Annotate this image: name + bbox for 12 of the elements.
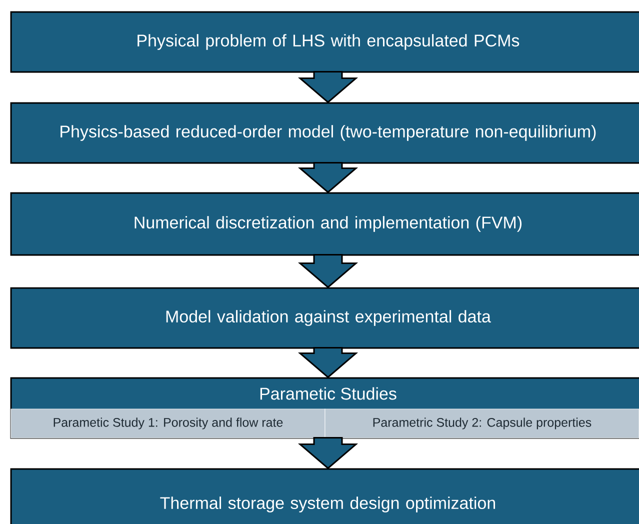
process-box: Numerical discretization and implementation (FVM) (10, 192, 639, 256)
block-arrow (298, 437, 358, 470)
table-cell: Parametic Study 1: Porosity and flow rate (10, 408, 326, 438)
process-box: Physical problem of LHS with encapsulated PCMs (10, 11, 639, 73)
table-cell: Parametric Study 2: Capsule properties (324, 408, 639, 438)
process-box: Physics-based reduced-order model (two-temperature non-equilibrium) (10, 102, 639, 164)
block-arrow (298, 162, 358, 194)
process-box: Thermal storage system design optimization (10, 468, 639, 524)
block-arrow (298, 347, 358, 378)
block-arrow (298, 254, 358, 288)
process-box: Model validation against experimental data (10, 287, 639, 349)
block-arrow (298, 71, 358, 104)
